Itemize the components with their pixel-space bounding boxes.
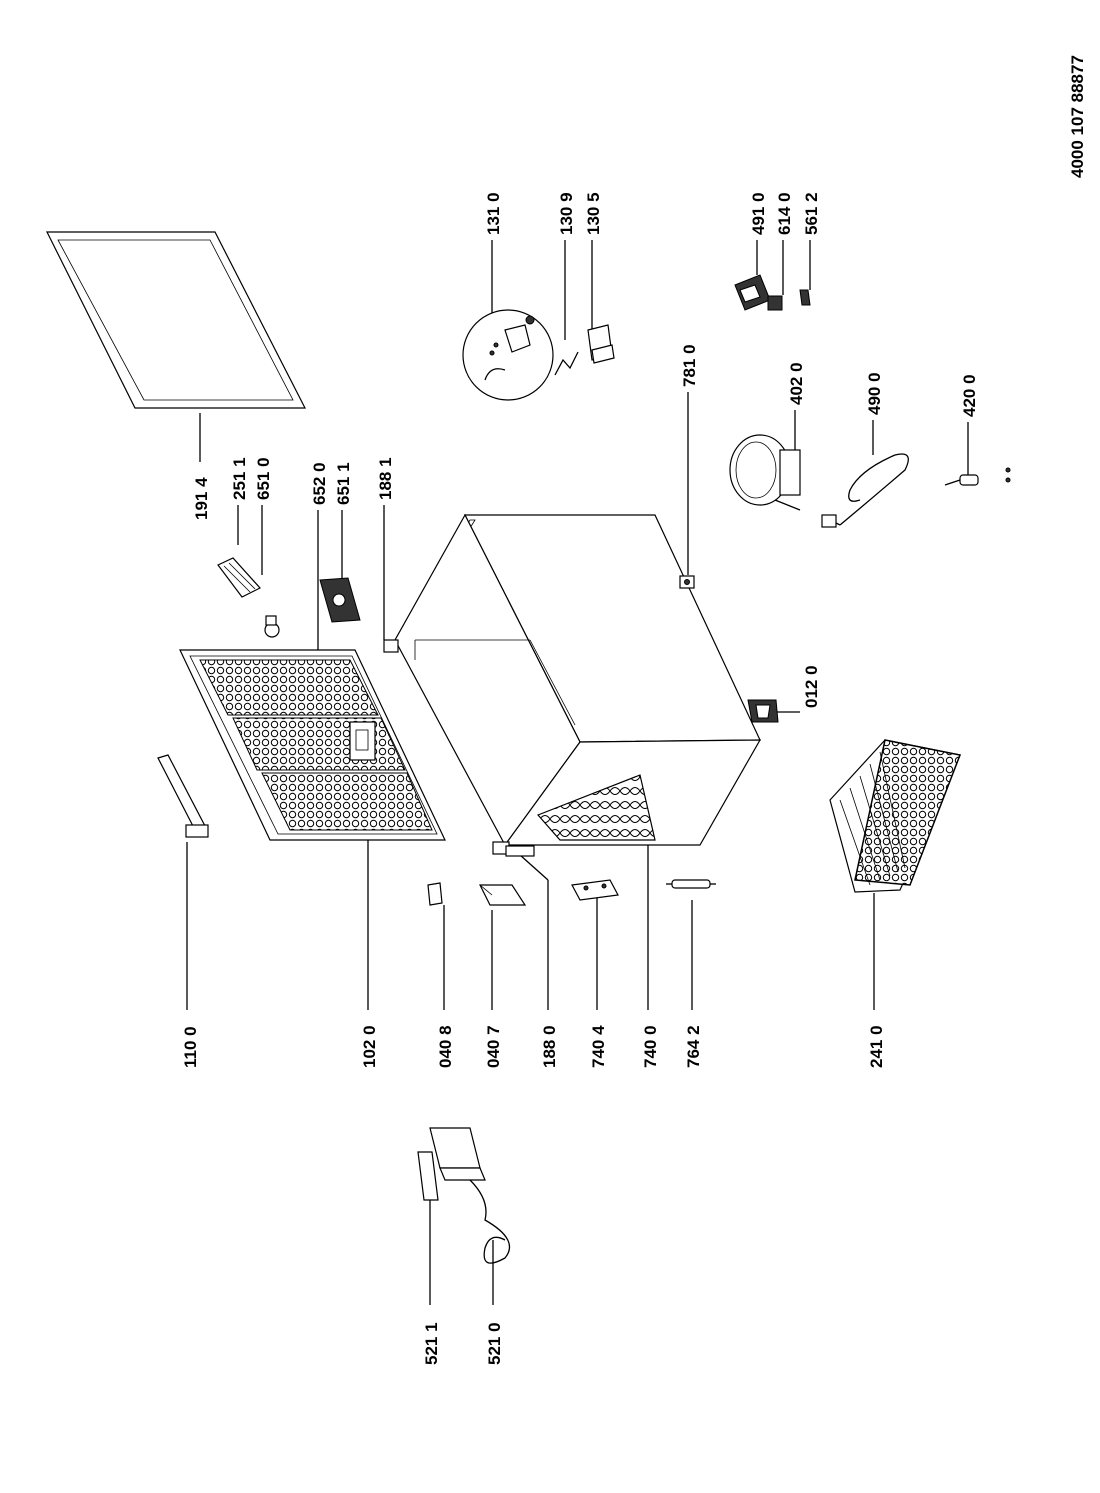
label-241-0: 241 0: [867, 1025, 886, 1068]
part-130-9-spring: [554, 351, 579, 376]
part-614-0-overload: [767, 295, 783, 311]
label-402-0: 402 0: [787, 362, 806, 405]
label-130-5: 130 5: [584, 192, 603, 235]
label-191-4: 191 4: [192, 477, 211, 520]
part-131-0-detail-circle: [462, 309, 554, 401]
part-241-0-basket: [829, 739, 962, 893]
label-131-0: 131 0: [484, 192, 503, 235]
part-012-0-foot: [747, 699, 779, 723]
label-651-0: 651 0: [254, 457, 273, 500]
label-040-8: 040 8: [436, 1025, 455, 1068]
part-191-4-gasket: [46, 231, 306, 409]
leader-lines: [186, 240, 969, 1305]
label-764-2: 764 2: [684, 1025, 703, 1068]
label-651-1: 651 1: [334, 462, 353, 505]
part-251-1-thermostat: [217, 557, 261, 598]
label-040-7: 040 7: [484, 1025, 503, 1068]
label-561-2: 561 2: [802, 192, 821, 235]
part-764-2-drier: [666, 879, 716, 889]
label-102-0: 102 0: [360, 1025, 379, 1068]
part-102-0-lid: [179, 649, 446, 841]
part-490-0-power-cord: [821, 453, 909, 528]
part-491-0-relay: [734, 274, 771, 311]
label-740-4: 740 4: [589, 1025, 608, 1068]
part-740-0-condenser: [536, 774, 656, 841]
part-420-0-capacitor: [944, 467, 1011, 486]
label-110-0: 110 0: [181, 1026, 200, 1068]
part-040-7-hinge-cover: [479, 884, 527, 906]
label-491-0: 491 0: [749, 192, 768, 235]
part-651-1-lamp-cover: [319, 577, 361, 623]
document-number: 4000 107 88877: [1068, 55, 1087, 178]
label-521-1: 521 1: [422, 1322, 441, 1365]
label-521-0: 521 0: [485, 1322, 504, 1365]
label-420-0: 420 0: [960, 374, 979, 417]
part-130-5-hinge: [587, 324, 615, 364]
label-740-0: 740 0: [641, 1025, 660, 1068]
label-781-0: 781 0: [680, 344, 699, 387]
part-561-2-clip: [799, 289, 811, 306]
part-labels: 110 0 102 0 040 8 040 7 188 0 740 4 740 …: [181, 192, 979, 1365]
label-188-1: 188 1: [376, 457, 395, 500]
label-188-0: 188 0: [540, 1025, 559, 1068]
label-652-0: 652 0: [310, 462, 329, 505]
label-012-0: 012 0: [802, 665, 821, 708]
label-490-0: 490 0: [865, 372, 884, 415]
part-040-8-clip: [427, 882, 443, 906]
label-130-9: 130 9: [557, 192, 576, 235]
part-402-0-compressor: [729, 434, 801, 511]
part-110-0-handle: [157, 754, 209, 838]
part-740-4-bracket: [571, 879, 619, 901]
label-614-0: 614 0: [775, 192, 794, 235]
part-651-0-bulb: [264, 615, 280, 638]
label-251-1: 251 1: [230, 457, 249, 500]
part-521-0-control-box: [417, 1127, 511, 1264]
